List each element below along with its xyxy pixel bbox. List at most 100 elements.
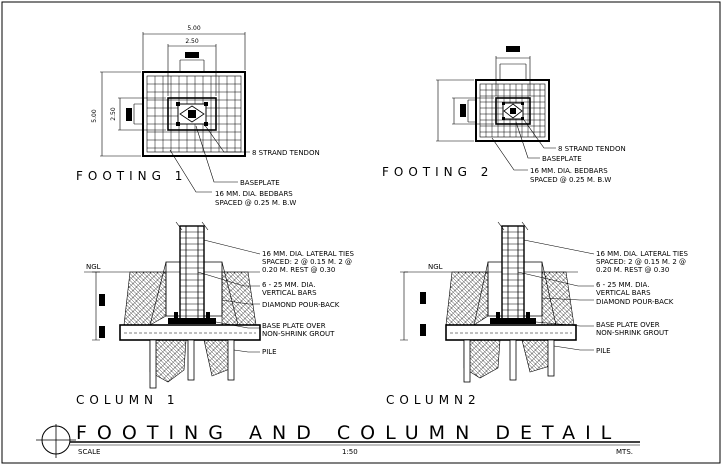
column-1-vertical-bars (185, 226, 199, 320)
column-1-callout-ties-line2: SPACED: 2 @ 0.15 M. 2 @ (262, 258, 352, 266)
column-1-pile (227, 339, 235, 381)
footing-2-bolt (521, 102, 524, 105)
column-2-leader-vertical (517, 271, 594, 287)
footing-1-marker-left (126, 108, 132, 121)
column-2-marker (420, 324, 426, 336)
footing-2-bolt (521, 117, 524, 120)
footing-1-inner-outline (146, 75, 242, 153)
footing-1-leader-baseplate (195, 125, 238, 183)
column-1-lateral-ties (180, 231, 204, 317)
column-1-callout-ties-line3: 0.20 M. REST @ 0.30 (262, 266, 335, 274)
footing-1-column (188, 110, 196, 118)
column-2-callout-pourback: DIAMOND POUR-BACK (596, 298, 674, 306)
column-2-leader-ties (523, 239, 595, 255)
footing-1-bolt (176, 122, 180, 126)
footing-2-bolt (502, 102, 505, 105)
column-2-soil-below-right (521, 339, 553, 373)
column-2-vertical-bars (507, 226, 519, 320)
column-2-marker (420, 292, 426, 304)
footing-2-title: FOOTING 2 (382, 165, 493, 179)
footing-2-baseplate-diamond (503, 103, 523, 119)
column-2-leader-pourback (541, 297, 594, 301)
footing-2-bolt (502, 117, 505, 120)
footing-2-callout-baseplate: BASEPLATE (542, 155, 582, 163)
footing-1-bolt (204, 122, 208, 126)
column-2-leader-baseplate (535, 321, 594, 327)
column-1-callout-baseplate-line1: BASE PLATE OVER (262, 322, 326, 330)
column-2-pile (463, 339, 471, 383)
footing-2-leader-bedbars (491, 137, 528, 171)
column-2-base-plate (490, 318, 536, 324)
footing-1-pedestal (167, 97, 217, 131)
footing-1-callout-tendon: 8 STRAND TENDON (252, 149, 320, 157)
column-1-soil-right (221, 271, 257, 326)
footing-2-marker-left (460, 104, 466, 117)
footing-2-pedestal (495, 97, 531, 125)
column-1-ngl-label: NGL (86, 263, 101, 271)
column-2-callout-pile: PILE (596, 347, 611, 355)
column-1-callout-vertical-line1: 6 - 25 MM. DIA. (262, 281, 315, 289)
column-1-leader-ties (203, 239, 261, 255)
footing-1-leader-bedbars (169, 149, 212, 193)
footing-1-outline (142, 71, 246, 157)
column-1-column (179, 225, 205, 321)
column-2-column (501, 225, 525, 321)
footing-1-marker-top (185, 52, 199, 58)
column-2-callout-ties-line1: 16 MM. DIA. LATERAL TIES (596, 250, 688, 258)
column-1-base-plate (168, 318, 216, 324)
column-1-callout-ties-line1: 16 MM. DIA. LATERAL TIES (262, 250, 354, 258)
footing-1-dim-left-inner (118, 97, 166, 131)
column-2-callout-ties-line3: 0.20 M. REST @ 0.30 (596, 266, 669, 274)
footing-2-leader-baseplate (515, 121, 540, 159)
column-2-leader-pile (553, 345, 594, 351)
column-2-footing-slab (445, 324, 577, 341)
scale-value: 1:50 (342, 448, 358, 456)
footing-2-dim-top (495, 56, 531, 96)
footing-2-outline (475, 79, 550, 142)
units-label: MTS. (616, 448, 633, 456)
column-1-marker (99, 294, 105, 306)
footing-2-plan: 8 STRAND TENDON BASEPLATE 16 MM. DIA. BE… (382, 46, 626, 184)
footing-2-leader-tendon (523, 119, 556, 149)
column-1-callout-pile: PILE (262, 348, 277, 356)
column-1-pile (187, 339, 195, 381)
column-2-pile (547, 339, 555, 377)
column-2-callout-baseplate-line2: NON-SHRINK GROUT (596, 329, 669, 337)
footing-1-leader-tendon (203, 123, 250, 153)
column-1-marker (99, 326, 105, 338)
column-1-leader-pile (233, 349, 260, 353)
footing-1-dim-left-outer-label: 5.00 (91, 109, 98, 123)
footing-2-inner-outline (479, 83, 546, 138)
title-block: FOOTING AND COLUMN DETAIL SCALE 1:50 MTS… (36, 422, 640, 458)
column-1-soil-left (123, 271, 167, 326)
footing-1-callout-bedbars-line2: SPACED @ 0.25 M. B.W (215, 199, 296, 207)
footing-1-callout-bedbars-line1: 16 MM. DIA. BEDBARS (215, 190, 293, 198)
footing-2-dim-left (436, 79, 474, 142)
column-1-callout-vertical-line2: VERTICAL BARS (262, 289, 317, 297)
footing-1-baseplate-diamond (179, 105, 205, 123)
column-2-callout-ties-line2: SPACED: 2 @ 0.15 M. 2 @ (596, 258, 686, 266)
footing-1-title: FOOTING 1 (76, 169, 187, 183)
column-2-title: COLUMN2 (386, 393, 481, 407)
footing-1-dim-top-outer (142, 32, 246, 70)
column-1-section: NGL 16 MM. DIA. LATERAL TIES SPACED: 2 @… (76, 221, 354, 407)
column-1-leader-baseplate (215, 321, 260, 329)
footing-2-column (510, 108, 516, 114)
column-1-pile (149, 339, 157, 389)
footing-1-dim-top-inner-label: 2.50 (185, 38, 199, 45)
footing-1-dim-left-outer (100, 71, 141, 157)
column-2-ngl-label: NGL (428, 263, 443, 271)
column-2-section: NGL 16 MM. DIA. LATERAL TIES SPACED: 2 @… (386, 221, 688, 407)
column-1-footing-slab (119, 324, 261, 341)
footing-1-rebar-grid (147, 76, 241, 152)
footing-2-callout-bedbars-line1: 16 MM. DIA. BEDBARS (530, 167, 608, 175)
footing-1-bolt (176, 102, 180, 106)
column-2-callout-baseplate-line1: BASE PLATE OVER (596, 321, 660, 329)
column-1-callout-baseplate-line2: NON-SHRINK GROUT (262, 330, 335, 338)
footing-1-dim-left-inner-label: 2.50 (110, 107, 117, 121)
drawing-title: FOOTING AND COLUMN DETAIL (76, 422, 621, 444)
column-2-soil-left (445, 271, 489, 326)
column-1-callout-pourback: DIAMOND POUR-BACK (262, 301, 340, 309)
